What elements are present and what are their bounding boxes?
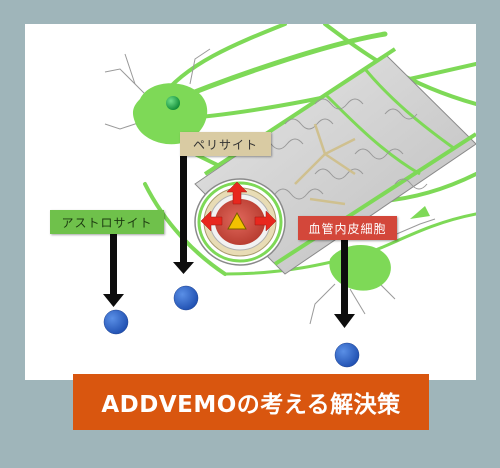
warning-triangle-icon <box>227 211 247 230</box>
target-dot-icon <box>103 285 360 368</box>
blood-brain-barrier-diagram <box>103 24 476 368</box>
solution-banner: ADDVEMOの考える解決策 <box>73 374 429 430</box>
blood-vessel <box>194 47 476 275</box>
pericyte-network <box>294 123 356 206</box>
astrocyte-nucleus <box>166 96 180 110</box>
astrocyte-process-tip <box>410 206 430 219</box>
astrocyte-label: アストロサイト <box>50 210 164 234</box>
down-arrow-icon <box>103 154 355 328</box>
astrocyte-cell-body-2 <box>329 244 391 291</box>
endothelial-cell-label: 血管内皮細胞 <box>298 216 397 240</box>
diagram-panel: ペリサイト アストロサイト 血管内皮細胞 <box>25 24 476 380</box>
pericyte-label: ペリサイト <box>180 132 271 156</box>
red-arrow-icon <box>200 181 277 232</box>
astrocyte-cell-body <box>132 83 208 145</box>
